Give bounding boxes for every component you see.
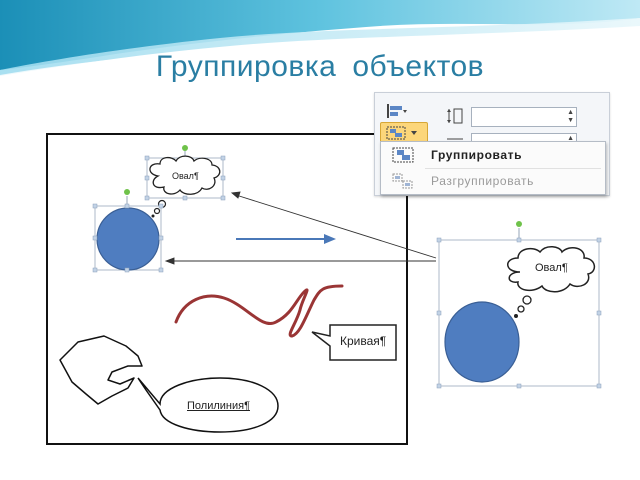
ungroup-icon xyxy=(392,173,413,189)
polyline-label: Полилиния¶ xyxy=(187,400,250,412)
dropdown-arrow-icon xyxy=(411,131,417,135)
group-icon xyxy=(392,147,414,163)
menu-item-group-label: Группировать xyxy=(431,148,523,162)
curve-label: Кривая¶ xyxy=(340,334,387,348)
height-icon xyxy=(447,108,463,124)
align-icon[interactable] xyxy=(385,103,407,119)
slide-title: Группировка объектов xyxy=(0,50,640,84)
canvas-frame xyxy=(46,133,408,445)
menu-item-group[interactable]: Группировать xyxy=(381,143,605,167)
rotate-handle xyxy=(516,221,522,227)
grouped-oval xyxy=(444,301,520,383)
slide-title-word2: объектов xyxy=(352,50,485,83)
menu-item-ungroup-label: Разгруппировать xyxy=(431,174,535,188)
group-icon xyxy=(386,126,406,140)
slide-title-word1: Группировка xyxy=(155,50,337,83)
small-callout-label: Овал¶ xyxy=(172,171,199,181)
group-dropdown-menu: Группировать Разгруппировать xyxy=(380,141,606,195)
width-icon xyxy=(447,138,463,140)
height-spinner[interactable]: ▲▼ xyxy=(471,107,577,127)
menu-item-ungroup[interactable]: Разгруппировать xyxy=(381,169,605,193)
grouped-callout-label: Овал¶ xyxy=(535,262,568,274)
header-wave-decoration xyxy=(0,0,640,77)
group-button[interactable] xyxy=(380,122,428,144)
grouped-object-selection[interactable] xyxy=(436,221,602,389)
